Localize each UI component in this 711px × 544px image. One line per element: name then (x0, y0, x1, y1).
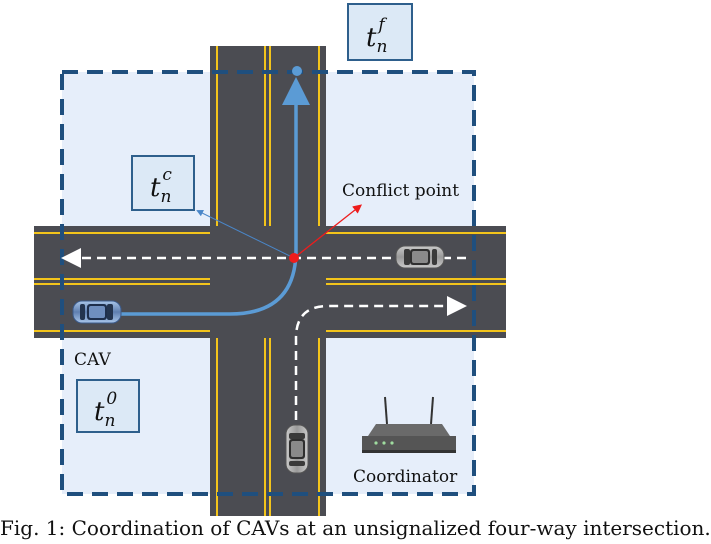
svg-text:tnf: tnf (366, 15, 387, 57)
conflict-to-tc-arrow (196, 210, 295, 259)
time-label-conflict: tnc (131, 155, 195, 211)
conflict-to-label-arrow (293, 204, 363, 259)
cav-label: CAV (74, 350, 111, 370)
control-zone-border (60, 70, 476, 496)
figure-caption: Fig. 1: Coordination of CAVs at an unsig… (0, 516, 711, 540)
svg-text:tnc: tnc (150, 165, 172, 207)
coordinator-label: Coordinator (353, 467, 458, 487)
car-northbound (285, 424, 309, 474)
path-right-turn (294, 296, 467, 420)
lane-lines-yellow (34, 46, 506, 516)
svg-text:tn0: tn0 (94, 389, 117, 431)
intersection-diagram: tnf tnc tn0 Conflict point CAV Coordinat… (34, 3, 506, 516)
car-westbound (395, 245, 445, 269)
exit-point (292, 66, 302, 76)
time-label-initial: tn0 (76, 379, 140, 433)
conflict-point-label: Conflict point (342, 181, 459, 201)
conflict-point-dot (289, 253, 299, 263)
coordinator-router-icon (362, 396, 456, 453)
car-eastbound-cav (72, 300, 122, 324)
time-label-final: tnf (347, 3, 413, 61)
